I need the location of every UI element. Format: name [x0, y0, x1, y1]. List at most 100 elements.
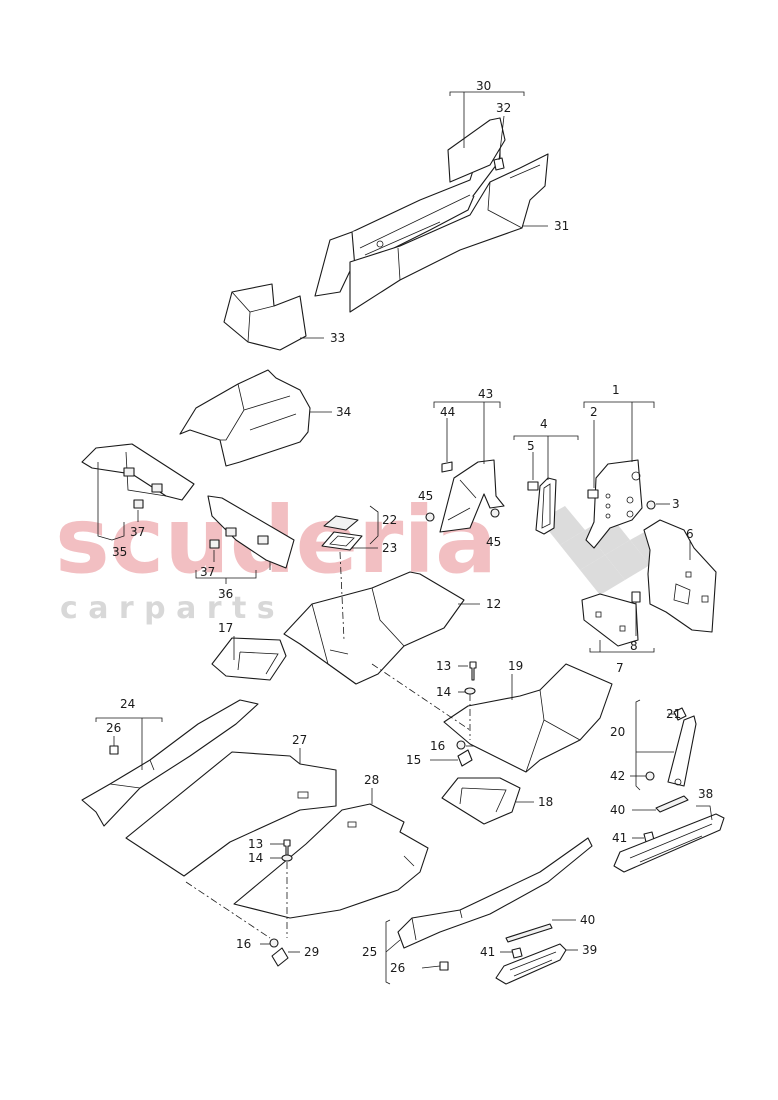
part-17-tray — [211, 637, 287, 681]
part-2-clip — [587, 489, 599, 499]
callout-3: 3 — [672, 497, 680, 511]
callout-28: 28 — [364, 773, 379, 787]
callout-25: 25 — [362, 945, 377, 959]
part-35-bracket-panel — [81, 443, 195, 501]
part-13-bolt-a — [469, 661, 477, 681]
part-15-clip — [457, 749, 473, 767]
callout-44: 44 — [440, 405, 455, 419]
callout-43: 43 — [478, 387, 493, 401]
callout-6: 6 — [686, 527, 694, 541]
callout-30: 30 — [476, 79, 491, 93]
part-23-frame — [321, 531, 363, 551]
callout-35: 35 — [112, 545, 127, 559]
callout-14-front: 14 — [436, 685, 451, 699]
callout-45-left: 45 — [418, 489, 433, 503]
callout-40-lower: 40 — [580, 913, 595, 927]
callout-14-rear: 14 — [248, 851, 263, 865]
callout-16-front: 16 — [430, 739, 445, 753]
part-45-nut-a — [425, 512, 435, 522]
part-14-washer-a — [464, 687, 476, 695]
callout-1: 1 — [612, 383, 620, 397]
callout-26-upper: 26 — [106, 721, 121, 735]
callout-17: 17 — [218, 621, 233, 635]
part-26-clip-b — [439, 961, 449, 971]
callout-45-right: 45 — [486, 535, 501, 549]
callout-23: 23 — [382, 541, 397, 555]
part-27-floor-panel — [125, 751, 337, 877]
callout-15: 15 — [406, 753, 421, 767]
part-7-cover-plate — [581, 593, 639, 647]
callout-42: 42 — [610, 769, 625, 783]
callout-37-right: 37 — [200, 565, 215, 579]
callout-37-left: 37 — [130, 525, 145, 539]
callout-26-lower: 26 — [390, 961, 405, 975]
callout-labels: 30 32 31 33 34 43 44 45 45 4 5 1 2 3 6 2… — [106, 79, 713, 975]
alignment-lines — [185, 551, 471, 939]
part-16-nut-a — [456, 740, 466, 750]
part-37-clip-a — [133, 499, 144, 509]
part-44-clip — [441, 461, 453, 473]
part-20-strut — [667, 715, 697, 787]
callout-27: 27 — [292, 733, 307, 747]
part-25-side-sill-trim — [397, 837, 593, 949]
part-45-nut-b — [490, 508, 500, 518]
callout-7: 7 — [616, 661, 624, 675]
part-36-bracket-panel — [207, 495, 295, 569]
callout-34: 34 — [336, 405, 351, 419]
part-42-nut — [645, 771, 655, 781]
part-22-pad — [323, 515, 359, 531]
callout-21: 21 — [666, 707, 681, 721]
part-8-clip — [631, 591, 641, 603]
part-41-clip-b — [511, 947, 523, 959]
callout-19: 19 — [508, 659, 523, 673]
callout-36: 36 — [218, 587, 233, 601]
callout-20: 20 — [610, 725, 625, 739]
part-6-insulation-mat — [643, 519, 717, 633]
callout-8: 8 — [630, 639, 638, 653]
callout-22: 22 — [382, 513, 397, 527]
callout-4: 4 — [540, 417, 548, 431]
part-21-clip — [673, 707, 687, 721]
callout-18: 18 — [538, 795, 553, 809]
part-13-bolt-b — [283, 839, 291, 857]
part-16-nut-b — [269, 938, 279, 948]
part-3-nut — [646, 500, 656, 510]
callout-5: 5 — [527, 439, 535, 453]
callout-32: 32 — [496, 101, 511, 115]
callout-39: 39 — [582, 943, 597, 957]
callout-12: 12 — [486, 597, 501, 611]
callout-24: 24 — [120, 697, 135, 711]
part-12-floor-mat-front — [283, 571, 465, 685]
part-26-clip-a — [109, 745, 119, 755]
part-14-washer-b — [281, 854, 293, 862]
callout-41-upper: 41 — [612, 831, 627, 845]
callout-29: 29 — [304, 945, 319, 959]
callout-31: 31 — [554, 219, 569, 233]
part-28-floor-panel — [233, 803, 429, 919]
part-31-tunnel-cover — [349, 153, 549, 313]
part-29-clip — [271, 947, 289, 967]
callout-40-upper: 40 — [610, 803, 625, 817]
watermark-tagline: c a r p a r t s — [60, 591, 275, 626]
part-4-gasket — [535, 477, 557, 535]
callout-38: 38 — [698, 787, 713, 801]
part-39-sill-plate — [495, 943, 567, 985]
part-37-clip-b — [209, 539, 220, 549]
part-34-console-housing — [179, 369, 311, 467]
callout-16-rear: 16 — [236, 937, 251, 951]
part-5-clip — [527, 481, 539, 491]
part-38-sill-plate — [613, 813, 725, 873]
part-1-bracket-plate — [585, 459, 643, 549]
part-40-strip-b — [505, 923, 553, 943]
leader-lines — [95, 91, 713, 985]
callout-13-rear: 13 — [248, 837, 263, 851]
part-33-duct-trim — [223, 283, 307, 351]
part-43-side-bracket — [439, 459, 505, 533]
callout-13-front: 13 — [436, 659, 451, 673]
callout-2: 2 — [590, 405, 598, 419]
part-18-tray — [441, 777, 521, 825]
part-40-strip-a — [655, 795, 689, 813]
callout-33: 33 — [330, 331, 345, 345]
part-19-floor-mat-rear — [443, 663, 613, 773]
